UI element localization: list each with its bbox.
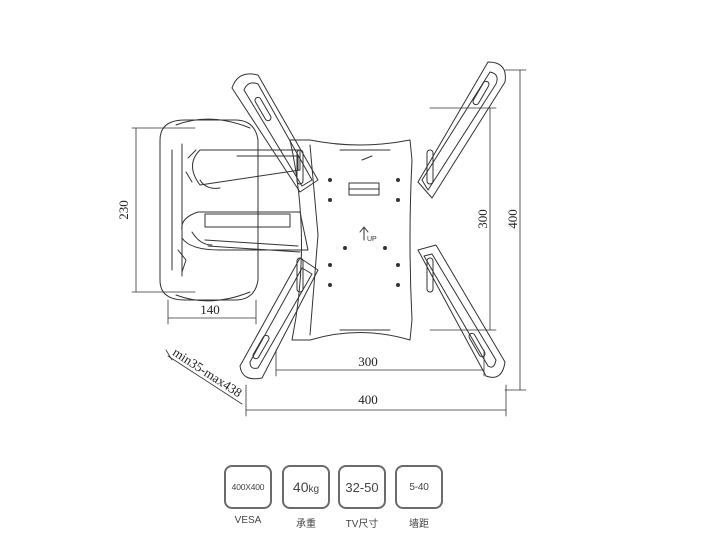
dim-label-140: 140	[200, 302, 220, 317]
dimension-lines	[131, 69, 527, 417]
spec-vesa-box: 400X400	[224, 465, 272, 509]
up-arrow-icon	[359, 226, 369, 241]
spec-tv-size-value: 32-50	[345, 479, 379, 495]
spec-tv-size-box: 32-50	[338, 465, 386, 509]
bracket-arm-bottom-left	[239, 257, 319, 380]
spec-vesa: 400X400 VESA	[224, 465, 272, 526]
spec-wall-distance-label: 墙距	[409, 519, 429, 530]
dim-label-400-vertical: 400	[505, 209, 520, 229]
spec-wall-distance-box: 5-40	[395, 465, 443, 509]
dim-label-400-horizontal: 400	[358, 392, 378, 407]
dim-label-300-horizontal: 300	[358, 354, 378, 369]
spec-wall-distance-value: 5-40	[409, 481, 429, 493]
spec-load-label: 承重	[296, 519, 316, 530]
spec-load-value: 40kg	[293, 479, 319, 495]
mount-technical-drawing: 230 140 min35-max438 300 400 300 400 UP	[116, 61, 527, 417]
lower-arm	[177, 211, 309, 273]
bracket-arm-bottom-right	[417, 244, 506, 378]
spec-load-unit: kg	[308, 484, 320, 495]
spec-vesa-label: VESA	[234, 515, 262, 526]
spec-load: 40kg 承重	[282, 465, 330, 530]
bracket-arm-top-right	[417, 61, 506, 199]
spec-load-box: 40kg	[282, 465, 330, 509]
spec-tv-size-label: TV尺寸	[345, 519, 379, 530]
wall-plate	[159, 118, 259, 302]
upper-arm	[185, 149, 301, 189]
up-label: UP	[367, 236, 377, 243]
center-body	[289, 139, 413, 341]
spec-load-number: 40	[292, 479, 309, 495]
spec-tv-size: 32-50 TV尺寸	[338, 465, 386, 530]
spec-wall-distance: 5-40 墙距	[395, 465, 443, 530]
screw-holes	[328, 178, 400, 287]
mounting-slots	[252, 80, 490, 360]
spec-icons-row: 400X400 VESA 40kg 承重 32-50 TV尺寸 5-40 墙距	[224, 465, 444, 545]
dim-label-300-vertical: 300	[475, 209, 490, 229]
dim-label-extension: min35-max438	[170, 344, 245, 400]
spec-vesa-value: 400X400	[231, 482, 265, 492]
dim-label-230: 230	[116, 200, 131, 220]
bracket-arm-top-left	[231, 73, 319, 193]
